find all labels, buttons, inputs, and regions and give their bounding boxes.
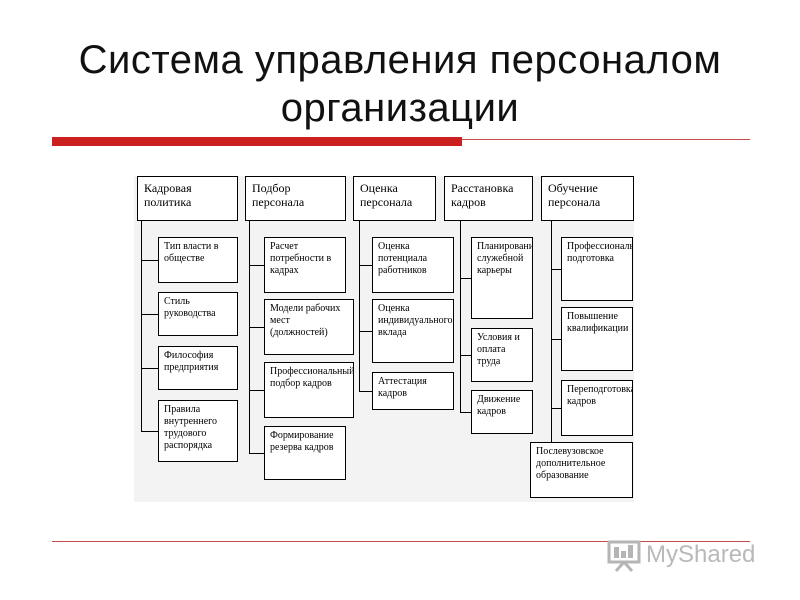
connector-line bbox=[249, 265, 264, 266]
diagram-item: Правила внутреннего трудового распорядка bbox=[158, 400, 238, 462]
connector-line bbox=[141, 221, 142, 431]
connector-line bbox=[460, 221, 461, 412]
diagram-item: Формирование резерва кадров bbox=[264, 426, 346, 480]
column-header: Обучение персонала bbox=[541, 176, 634, 221]
diagram-item: Расчет потребности в кадрах bbox=[264, 237, 346, 293]
logo-text: MyShared bbox=[646, 541, 756, 568]
connector-line bbox=[359, 331, 372, 332]
connector-line bbox=[141, 260, 158, 261]
connector-line bbox=[551, 408, 561, 409]
connector-line bbox=[551, 221, 552, 470]
slide-title-line-1: Система управления персоналом bbox=[78, 38, 722, 82]
title-divider-rule bbox=[462, 139, 750, 140]
slide-title: Система управления персоналом организаци… bbox=[0, 36, 800, 132]
diagram-item: Стиль руководства bbox=[158, 292, 238, 336]
connector-line bbox=[249, 327, 264, 328]
diagram-item: Тип власти в обществе bbox=[158, 237, 238, 283]
diagram-item: Условия и оплата труда bbox=[471, 328, 533, 382]
column-header: Подбор персонала bbox=[245, 176, 346, 221]
presentation-board-icon bbox=[607, 540, 641, 572]
connector-line bbox=[359, 391, 372, 392]
diagram-item: Послевузовское дополнительное образовани… bbox=[530, 442, 633, 498]
diagram-item: Движение кадров bbox=[471, 390, 533, 434]
diagram-item: Оценка индивидуального вклада bbox=[372, 299, 454, 363]
column-header: Расстановка кадров bbox=[444, 176, 533, 221]
connector-line bbox=[359, 221, 360, 391]
connector-line bbox=[551, 269, 561, 270]
title-accent-bar bbox=[52, 137, 462, 146]
diagram-item: Модели рабочих мест (должностей) bbox=[264, 299, 354, 355]
connector-line bbox=[551, 339, 561, 340]
connector-line bbox=[141, 368, 158, 369]
column-header: Кадровая политика bbox=[137, 176, 238, 221]
connector-line bbox=[460, 278, 471, 279]
connector-line bbox=[141, 431, 158, 432]
diagram-item: Профессиональная подготовка bbox=[561, 237, 633, 301]
diagram-item: Философия предприятия bbox=[158, 346, 238, 390]
connector-line bbox=[249, 390, 264, 391]
connector-line bbox=[460, 355, 471, 356]
slide-title-line-2: организации bbox=[280, 86, 520, 130]
connector-line bbox=[359, 265, 372, 266]
diagram-item: Оценка потенциала работников bbox=[372, 237, 454, 293]
diagram-item: Повышение квалификации bbox=[561, 307, 633, 371]
connector-line bbox=[249, 453, 264, 454]
connector-line bbox=[249, 221, 250, 453]
diagram-item: Переподготовка кадров bbox=[561, 380, 633, 436]
column-header: Оценка персонала bbox=[353, 176, 436, 221]
diagram-item: Планирование служебной карьеры bbox=[471, 237, 533, 319]
footer-divider-rule bbox=[52, 541, 750, 542]
connector-line bbox=[460, 412, 471, 413]
diagram-item: Профессиональный подбор кадров bbox=[264, 362, 354, 418]
connector-line bbox=[141, 314, 158, 315]
diagram-item: Аттестация кадров bbox=[372, 372, 454, 410]
